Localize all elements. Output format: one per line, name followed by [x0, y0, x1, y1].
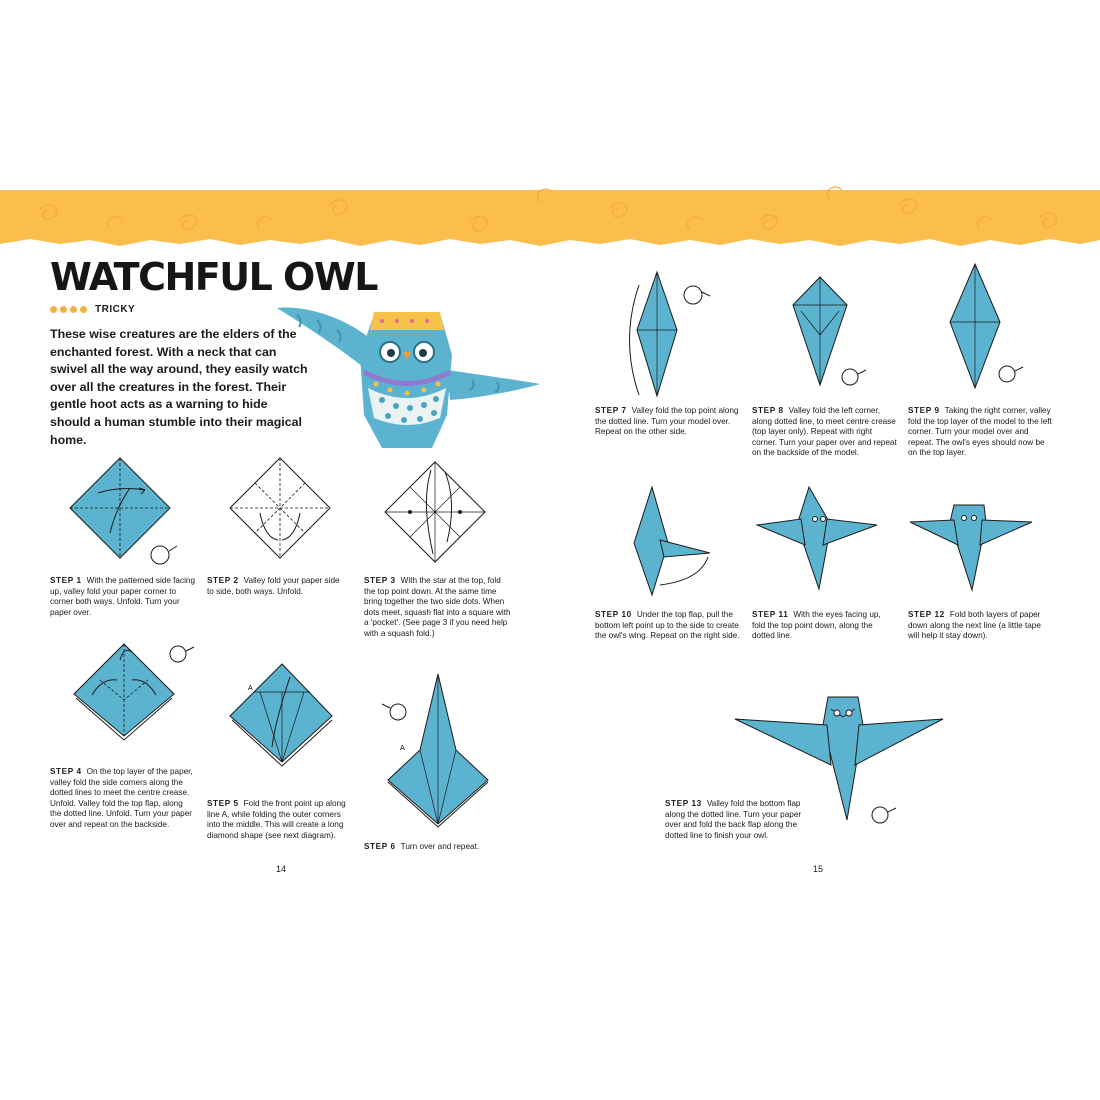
step-3-diagram: [384, 461, 486, 563]
step-7-diagram: [629, 270, 711, 398]
step-6-diagram: A: [381, 673, 489, 828]
fold-line-label: A: [248, 685, 253, 692]
owl-illustration: [277, 307, 540, 448]
step-9-diagram: [949, 262, 1024, 390]
fold-line-label: A: [400, 745, 405, 752]
difficulty-rating: TRICKY: [50, 304, 135, 315]
step-5-diagram: A: [229, 663, 333, 767]
step-11-diagram: [755, 485, 878, 591]
step-1-diagram: [69, 457, 178, 565]
step-10-diagram: [633, 485, 711, 597]
step-2-diagram: [229, 457, 331, 559]
page-number-right: 15: [813, 864, 824, 874]
difficulty-dot: [50, 306, 57, 313]
difficulty-label: TRICKY: [95, 304, 136, 315]
page-number-left: 14: [276, 864, 287, 874]
difficulty-dot: [70, 306, 77, 313]
page-title: WATCHFUL OWL: [50, 255, 378, 299]
step-8-diagram: [792, 276, 867, 387]
step-4-diagram: [73, 643, 195, 741]
difficulty-dot: [80, 306, 87, 313]
difficulty-dot: [60, 306, 67, 313]
header-banner: [0, 186, 1100, 246]
step-13-diagram: [734, 696, 944, 824]
intro-paragraph: These wise creatures are the elders of t…: [50, 327, 308, 447]
step-12-diagram: [909, 504, 1033, 592]
